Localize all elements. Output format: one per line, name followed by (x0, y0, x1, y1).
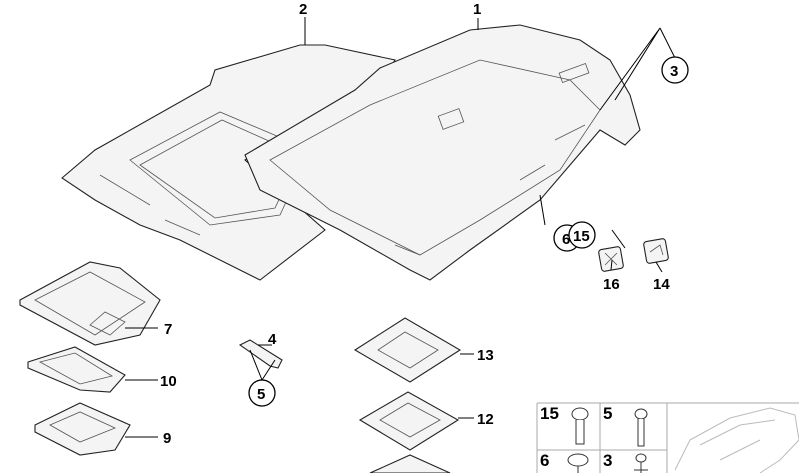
headliner (244, 24, 641, 281)
callout-5: 5 (257, 386, 265, 403)
callout-circle-3 (661, 56, 689, 84)
callout-3: 3 (670, 63, 678, 80)
bracket-4 (238, 339, 283, 369)
callout-12: 12 (477, 411, 494, 428)
callout-1: 1 (473, 1, 481, 18)
callout-circle-15 (568, 221, 596, 249)
handle-clip-parts (598, 238, 669, 272)
callout-15: 15 (573, 228, 590, 245)
lamp-12 (358, 391, 460, 451)
housing-9 (34, 402, 131, 456)
screw-icon (634, 408, 648, 447)
car-outline-icon (674, 407, 799, 473)
screw-icon (571, 407, 589, 445)
callout-10: 10 (160, 373, 177, 390)
frame-10 (27, 346, 126, 393)
callout-7: 7 (164, 321, 172, 338)
callout-14: 14 (653, 276, 670, 293)
table-label-15: 15 (540, 404, 559, 423)
clip-icon (634, 453, 648, 473)
callout-2: 2 (299, 1, 307, 18)
callout-6: 6 (562, 231, 570, 248)
callout-4: 4 (268, 331, 277, 348)
lamp-frame-13 (353, 317, 462, 383)
clip-icon (567, 453, 589, 473)
cover-panel (19, 261, 161, 346)
callout-13: 13 (477, 347, 494, 364)
table-label-3: 3 (603, 451, 612, 470)
table-label-5: 5 (603, 404, 612, 423)
callout-9: 9 (163, 430, 171, 447)
callout-circle-5 (248, 379, 276, 407)
table-label-6: 6 (540, 451, 549, 470)
callout-16: 16 (603, 276, 620, 293)
fastener-table: 15 5 6 3 (536, 402, 799, 473)
